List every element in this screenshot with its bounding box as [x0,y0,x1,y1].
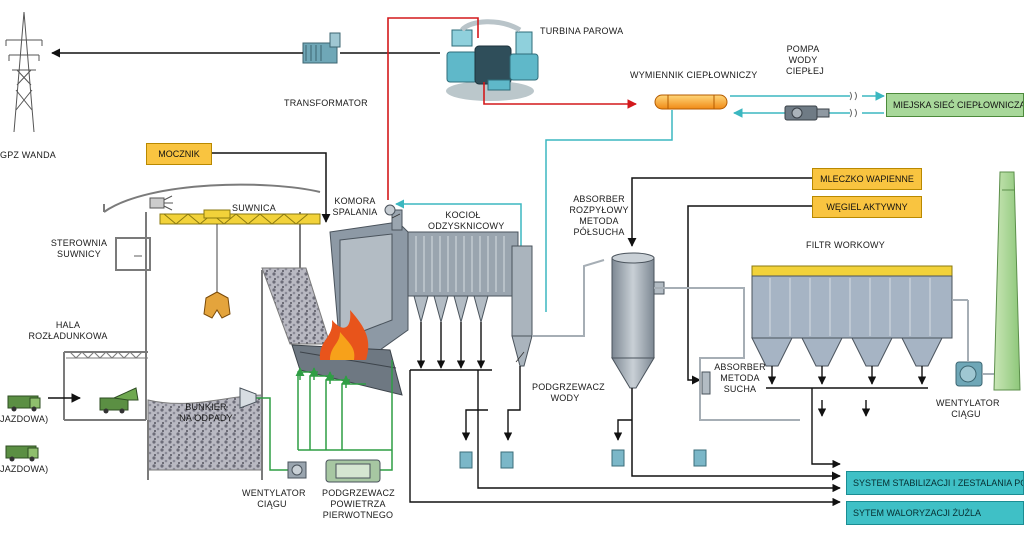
steam-line-to-turbine [387,17,479,200]
activated-carbon-box: WĘGIEL AKTYWNY [812,196,922,218]
hall-roof-truss [66,351,148,359]
gas-line-to-filter [654,287,800,421]
spray-absorber [611,252,665,389]
water-line-to-boiler [545,110,673,312]
green-arrowheads [295,367,351,388]
pipe-break-icon [849,91,857,118]
flue-gas-line [532,259,605,337]
ash-arrows [410,322,492,371]
unloading-hall [63,183,321,421]
urea-line [210,152,331,223]
district-heating-box: MIEJSKA SIEĆ CIEPŁOWNICZA [886,93,1024,117]
bag-filter-label: FILTR WORKOWY [806,240,885,250]
crane-label: SUWNICA [232,203,276,213]
filter-ash-arrows [766,366,928,469]
crane-icon [159,209,321,296]
gpz-label: GPZ WANDA [0,150,56,160]
dry-absorber [701,371,711,395]
lamp-icon [149,195,173,211]
truck-label-1: JAZDOWA) [0,414,49,424]
heat-exchanger-label: WYMIENNIK CIEPŁOWNICZY [630,70,758,80]
transformer-label: TRANSFORMATOR [284,98,368,108]
flame-icon [319,310,369,360]
truck-icon [5,445,39,462]
turbine-label: TURBINA PAROWA [540,26,624,36]
slag-valorization-box: SYTEM WALORYZACJI ŻUŻLA [846,501,1024,525]
ash-stabilization-box: SYSTEM STABILIZACJI I ZESTALANIA POPIOŁÓ… [846,471,1024,495]
fan-icon [287,461,307,479]
lime-milk-line [627,177,812,247]
truck-icon [99,387,139,414]
bag-filter [751,265,953,367]
power-pylon-icon [5,11,43,133]
label-leader-lines [134,213,525,363]
waste-hopper [261,267,331,345]
chimney-icon [993,171,1021,391]
activated-carbon-line [687,205,812,385]
ash-containers [459,449,707,469]
ash-lines-to-systems [409,366,841,507]
lime-milk-box: MLECZKO WAPIENNE [812,168,922,190]
urea-box: MOCZNIK [146,143,212,165]
heat-exchanger-icon [654,94,728,110]
economizer [511,245,533,367]
air-preheater-icon [325,459,381,483]
turbine-icon [446,19,539,101]
air-intake-icon [239,387,257,409]
absorber-ash-line [631,388,841,481]
water-line-to-boiler-2 [395,199,522,246]
grab-icon [203,291,231,319]
truck-icon [7,395,41,412]
transformer-icon [302,32,341,64]
absorber-ash-line-2 [613,419,632,441]
truck-label-2: JAZDOWA) [0,464,49,474]
fan-icon [955,361,983,387]
recovery-boiler [407,231,519,324]
pump-icon [784,105,830,121]
steam-line-to-exchanger [483,82,637,109]
